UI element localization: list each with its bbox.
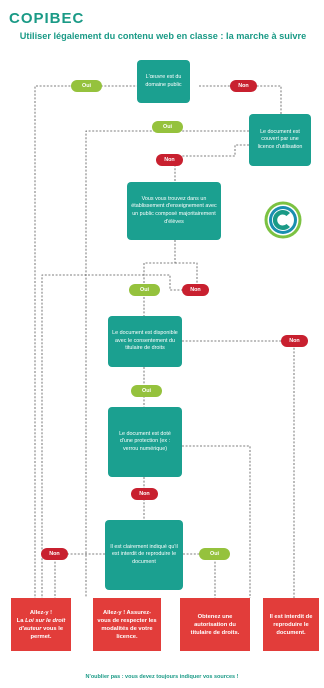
outcome-law-allows-a: Allez-y ! (29, 609, 53, 616)
connector-license-no (174, 144, 249, 182)
connector-protection-yes (182, 445, 251, 598)
outcome-law-allows-b: La (16, 617, 26, 624)
question-public-domain: L'œuvre est du domaine public (137, 60, 190, 103)
no-label-consent: Non (281, 335, 308, 347)
yes-label-consent: Oui (131, 385, 162, 397)
page-title: Utiliser légalement du contenu web en cl… (19, 31, 307, 41)
connector-forbidden-yes (183, 553, 216, 598)
question-license: Le document est couvert par une licence … (249, 114, 311, 166)
copibec-logo: COPIBEC (9, 10, 84, 27)
outcome-law-allows: Allez-y ! La Loi sur le droit d'auteur v… (11, 598, 71, 651)
connector-school-split (175, 262, 198, 283)
outcome-forbidden: Il est interdit de reproduire le documen… (263, 598, 319, 651)
question-school: Vous vous trouvez dans un établissement … (127, 182, 221, 240)
connector-consent-no (182, 340, 295, 598)
question-consent: Le document est disponible avec le conse… (108, 316, 182, 367)
brand-name: COPIBEC (9, 10, 85, 27)
question-protection: Le document est doté d'une protection (e… (108, 407, 182, 477)
yes-label-school: Oui (129, 284, 160, 296)
yes-label-forbidden: Oui (199, 548, 230, 560)
no-label-school: Non (182, 284, 209, 296)
footer-note: N'oublier pas : vous devez toujours indi… (85, 674, 239, 680)
outcome-law-allows-d: vous le permet. (30, 625, 64, 640)
outcome-law-allows-c: Loi sur le droit d'auteur (18, 617, 66, 632)
no-label-license: Non (156, 154, 183, 166)
no-label-public: Non (230, 80, 257, 92)
connector-public-no (199, 85, 282, 115)
no-label-forbidden: Non (41, 548, 68, 560)
outcome-license: Allez-y ! Assurez-vous de respecter les … (93, 598, 161, 651)
no-label-protection: Non (131, 488, 158, 500)
connector-forbidden-no (54, 553, 105, 598)
outcome-authorization: Obtenez une autorisation du titulaire de… (180, 598, 250, 651)
connector-school-no (41, 274, 183, 598)
yes-label-public: Oui (71, 80, 102, 92)
connector-public-yes (34, 85, 146, 598)
connector-school-down (143, 240, 176, 283)
connector-license-yes (85, 130, 249, 597)
question-forbidden: Il est clairement indiqué qu'il est inte… (105, 520, 183, 590)
yes-label-license: Oui (152, 121, 183, 133)
copibec-c-logo (264, 201, 302, 239)
